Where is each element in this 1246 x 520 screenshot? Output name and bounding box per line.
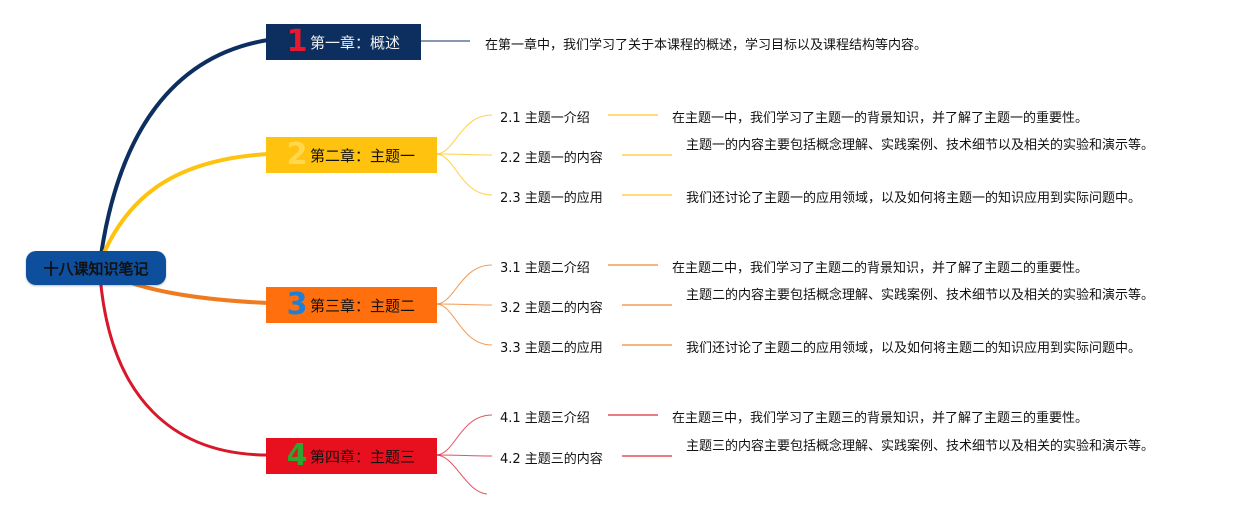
sub-line-2-1 (435, 114, 493, 155)
sub-label-4-2[interactable]: 4.2 主题三的内容 (500, 452, 603, 467)
chapter-title-1: 第一章：概述 (310, 33, 401, 52)
root-node[interactable]: 十八课知识笔记 (26, 251, 166, 285)
sub-label-4-1[interactable]: 4.1 主题三介绍 (500, 411, 590, 426)
sub-label-2-1[interactable]: 2.1 主题一介绍 (500, 111, 590, 126)
sub-line-4-2 (435, 454, 493, 457)
sub-desc-2-1: 在主题一中，我们学习了主题一的背景知识，并了解了主题一的重要性。 (672, 111, 1089, 126)
chapter-title-4: 第四章：主题三 (310, 447, 416, 466)
chapter-title-2: 第二章：主题一 (310, 146, 416, 165)
sub-desc-3-2: 主题二的内容主要包括概念理解、实践案例、技术细节以及相关的实验和演示等。 (686, 288, 1155, 303)
branch-line-ch4 (98, 274, 269, 457)
branch-line-ch1 (98, 38, 269, 263)
chapter-number-4: 4 (286, 438, 308, 473)
branch-line-ch2 (98, 152, 269, 263)
sub-label-2-3[interactable]: 2.3 主题一的应用 (500, 191, 603, 206)
chapter-node-4[interactable]: 4 第四章：主题三 (266, 438, 437, 474)
sub-line-2-3 (435, 153, 493, 196)
chapter-node-2[interactable]: 2 第二章：主题一 (266, 137, 437, 173)
sub-desc-2-2: 主题一的内容主要包括概念理解、实践案例、技术细节以及相关的实验和演示等。 (686, 138, 1155, 153)
sub-desc-4-2: 主题三的内容主要包括概念理解、实践案例、技术细节以及相关的实验和演示等。 (686, 439, 1155, 454)
chapter-node-1[interactable]: 1 第一章：概述 (266, 24, 421, 60)
sub-line-3-1 (435, 264, 493, 305)
chapter-summary-1: 在第一章中，我们学习了关于本课程的概述，学习目标以及课程结构等内容。 (485, 38, 928, 53)
sub-desc-3-1: 在主题二中，我们学习了主题二的背景知识，并了解了主题二的重要性。 (672, 261, 1089, 276)
sub-label-2-2[interactable]: 2.2 主题一的内容 (500, 151, 603, 166)
root-title: 十八课知识笔记 (43, 259, 149, 278)
sub-label-3-3[interactable]: 3.3 主题二的应用 (500, 341, 603, 356)
chapter-number-2: 2 (286, 137, 308, 172)
sub-line-4-3 (435, 454, 488, 495)
sub-desc-3-3: 我们还讨论了主题二的应用领域，以及如何将主题二的知识应用到实际问题中。 (686, 341, 1142, 356)
chapter-number-3: 3 (286, 287, 308, 322)
chapter-node-3[interactable]: 3 第三章：主题二 (266, 287, 437, 323)
sub-desc-2-3: 我们还讨论了主题一的应用领域，以及如何将主题一的知识应用到实际问题中。 (686, 191, 1142, 206)
sub-label-3-2[interactable]: 3.2 主题二的内容 (500, 301, 603, 316)
sub-line-2-2 (435, 153, 493, 156)
sub-desc-4-1: 在主题三中，我们学习了主题三的背景知识，并了解了主题三的重要性。 (672, 411, 1089, 426)
sub-line-3-2 (435, 303, 493, 306)
sub-label-3-1[interactable]: 3.1 主题二介绍 (500, 261, 590, 276)
chapter-number-1: 1 (286, 24, 308, 59)
sub-line-3-3 (435, 303, 493, 346)
sub-line-4-1 (435, 414, 493, 456)
chapter-title-3: 第三章：主题二 (310, 296, 416, 315)
